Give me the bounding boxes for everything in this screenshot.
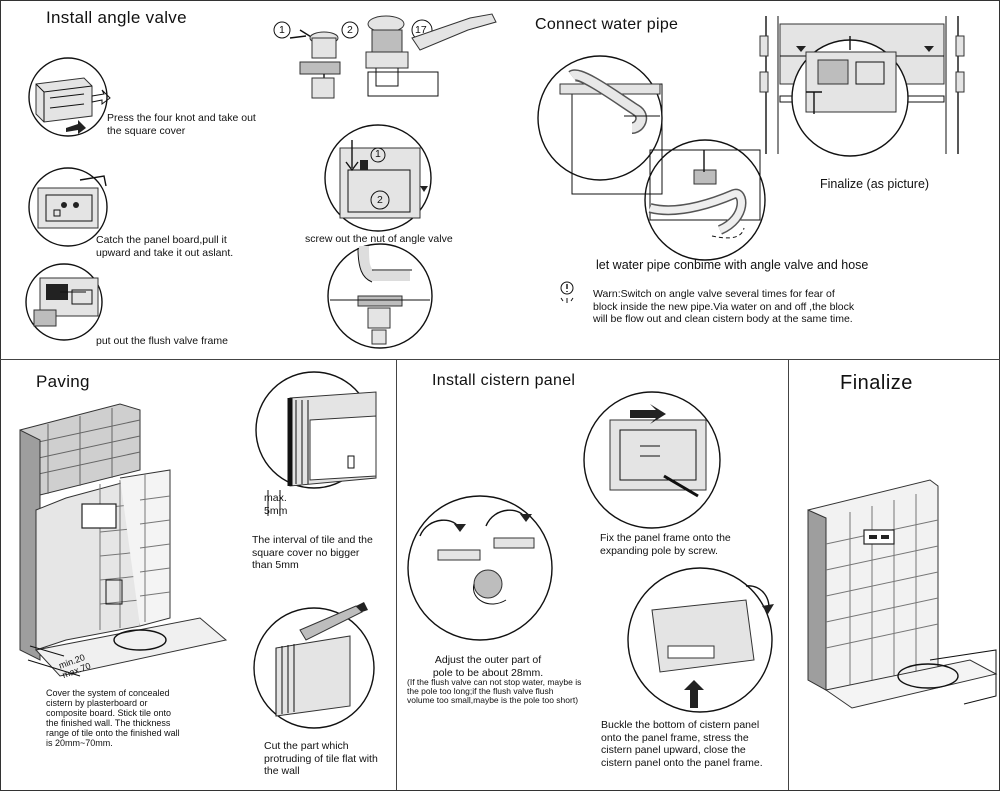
section-title-install-cistern-panel: Install cistern panel (432, 372, 576, 389)
finalize-illustration (807, 479, 998, 709)
panel-buckle-illustration (627, 567, 774, 713)
square-cover-illustration (28, 57, 111, 137)
max-gap-label: max. 5mm (264, 492, 288, 517)
callout-2: 2 (377, 194, 383, 206)
step-flush-valve-text: put out the flush valve frame (96, 335, 228, 347)
paving-wall-illustration (19, 403, 228, 677)
marker-17: 17 (415, 24, 427, 36)
pole-adjust-note: (If the flush valve can not stop water, … (407, 677, 582, 705)
section-title-install-angle-valve: Install angle valve (46, 8, 187, 27)
tile-cut-illustration (253, 602, 375, 729)
step-angle-valve-nut-text: screw out the nut of angle valve (305, 233, 453, 245)
pipe-valve-illustration (327, 243, 433, 349)
section-title-connect-water-pipe: Connect water pipe (535, 16, 679, 33)
step-remove-cover-text: Press the four knot and take out the squ… (107, 112, 256, 137)
angle-valve-removal-illustration (273, 13, 497, 99)
marker-2: 2 (347, 24, 353, 36)
tile-interval-text: The interval of tile and the square cove… (252, 534, 373, 571)
step-panel-board-text: Catch the panel board,pull it upward and… (96, 234, 234, 259)
flush-valve-frame-illustration (25, 263, 103, 341)
section-title-paving: Paving (36, 372, 90, 391)
section-title-finalize: Finalize (840, 372, 913, 394)
panel-buckle-text: Buckle the bottom of cistern panel onto … (601, 719, 763, 769)
callout-1: 1 (375, 148, 381, 160)
pole-adjust-text: Adjust the outer part of pole to be abou… (432, 654, 544, 679)
panel-frame-screw-illustration (583, 391, 721, 529)
warn-icon (560, 281, 574, 303)
panel-board-illustration (28, 167, 108, 247)
tile-interval-illustration (255, 371, 377, 516)
section-divider (788, 360, 789, 790)
water-pipe-hose-illustration (644, 139, 766, 261)
pipe-connection-caption: let water pipe conbime with angle valve … (596, 258, 869, 272)
cistern-frame-illustration (759, 16, 965, 157)
marker-1: 1 (279, 24, 285, 36)
section-divider (396, 360, 397, 790)
warning-text: Warn:Switch on angle valve several times… (593, 288, 855, 325)
section-divider (0, 359, 1000, 360)
angle-valve-nut-illustration (324, 124, 432, 232)
finalize-as-picture-caption: Finalize (as picture) (820, 177, 930, 191)
panel-frame-fix-text: Fix the panel frame onto the expanding p… (600, 532, 731, 557)
paving-cover-text: Cover the system of concealed cistern by… (46, 688, 180, 748)
water-pipe-top-illustration (537, 55, 663, 195)
expanding-pole-illustration (407, 495, 553, 641)
tile-cut-text: Cut the part which protruding of tile fl… (264, 740, 378, 777)
